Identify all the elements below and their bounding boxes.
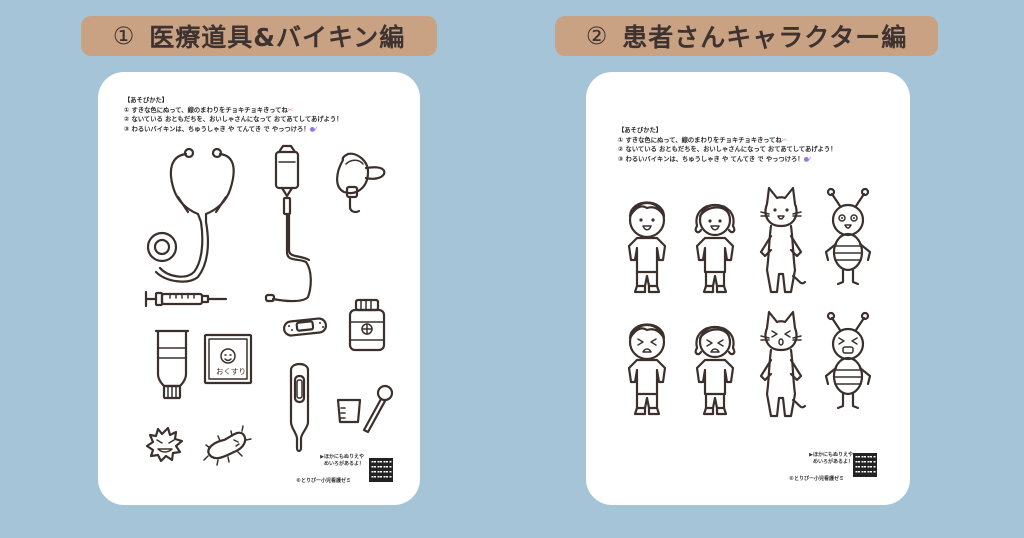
ointment-tube-icon [154, 329, 190, 400]
section-2-number: ② [585, 22, 609, 50]
section-2-title: 患者さんキャラクター編 [622, 23, 908, 52]
girl-happy-icon [694, 203, 736, 294]
bug-sad-icon [824, 311, 872, 410]
section-1-number: ① [112, 22, 136, 50]
instruction-line-2: ② ないている おともだちを、おいしゃさんになって おてあてしてあげよう！ [618, 146, 837, 154]
boy-sad-icon [627, 323, 667, 416]
measuring-cup-and-spoon-icon [336, 384, 394, 434]
oxygen-mask-icon [336, 152, 386, 214]
scissors-icon: ✂ [287, 106, 294, 114]
instruction-line-2: ② ないている おともだちを、おいしゃさんになって おてあてしてあげよう！ [124, 116, 343, 124]
patient-characters-worksheet[interactable]: 【あそびかた】 ① すきな色にぬって、線のまわりをチョキチョキきってね✂ ② な… [586, 72, 910, 505]
instruction-line-3: ③ わるいバイキンは、ちゅうしゃき や てんてき で やっつけろ！●⁄ [124, 125, 317, 133]
credit: ©とりぴー小児看護ゼミ [296, 478, 352, 484]
more-content-note: ▶ほかにもぬりえや めいろがあるよ！ [809, 452, 853, 465]
section-1-title-pill: ① 医療道具&バイキン編 [81, 16, 437, 56]
instruction-line-1: ① すきな色にぬって、線のまわりをチョキチョキきってね✂ [124, 106, 294, 114]
medicine-bottle-icon [348, 298, 386, 352]
stethoscope-icon [146, 147, 235, 283]
thermometer-icon [289, 362, 310, 453]
instruction-line-1: ① すきな色にぬって、線のまわりをチョキチョキきってね✂ [618, 136, 788, 144]
section-2-title-pill: ② 患者さんキャラクター編 [555, 16, 938, 56]
germ-syringe-icon: ●⁄ [803, 155, 811, 163]
scissors-icon: ✂ [781, 136, 788, 144]
bug-happy-icon [824, 187, 872, 286]
medical-tools-illustrations: おくすり [144, 144, 394, 466]
germ-syringe-icon: ●⁄ [309, 125, 317, 133]
instruction-line-3: ③ わるいバイキンは、ちゅうしゃき や てんてき で やっつけろ！●⁄ [618, 155, 811, 163]
boy-happy-icon [627, 201, 667, 294]
qr-code[interactable] [853, 453, 877, 477]
germ-spiky-icon [145, 426, 184, 463]
qr-code[interactable] [369, 458, 393, 482]
instructions-header: 【あそびかた】 [618, 127, 663, 134]
more-content-note: ▶ほかにもぬりえや めいろがあるよ！ [320, 454, 364, 467]
cat-sad-icon [759, 310, 807, 418]
instructions: 【あそびかた】 ① すきな色にぬって、線のまわりをチョキチョキきってね✂ ② な… [124, 96, 343, 134]
bandage-icon [282, 317, 328, 337]
instructions-header: 【あそびかた】 [124, 97, 169, 104]
section-1-title: 医療道具&バイキン編 [149, 23, 406, 52]
svg-text:おくすり: おくすり [216, 367, 246, 376]
medical-tools-worksheet[interactable]: 【あそびかた】 ① すきな色にぬって、線のまわりをチョキチョキきってね✂ ② な… [98, 72, 420, 505]
germ-bacillus-icon [203, 425, 252, 466]
syringe-icon [144, 290, 228, 308]
girl-sad-icon [694, 325, 736, 416]
iv-drip-icon [264, 144, 312, 303]
credit: ©とりぴー小児看護ゼミ [789, 476, 845, 482]
patient-characters-illustrations [627, 186, 872, 418]
instructions: 【あそびかた】 ① すきな色にぬって、線のまわりをチョキチョキきってね✂ ② な… [618, 126, 837, 164]
medicine-packet-icon: おくすり [203, 333, 253, 385]
cat-happy-icon [759, 186, 807, 294]
